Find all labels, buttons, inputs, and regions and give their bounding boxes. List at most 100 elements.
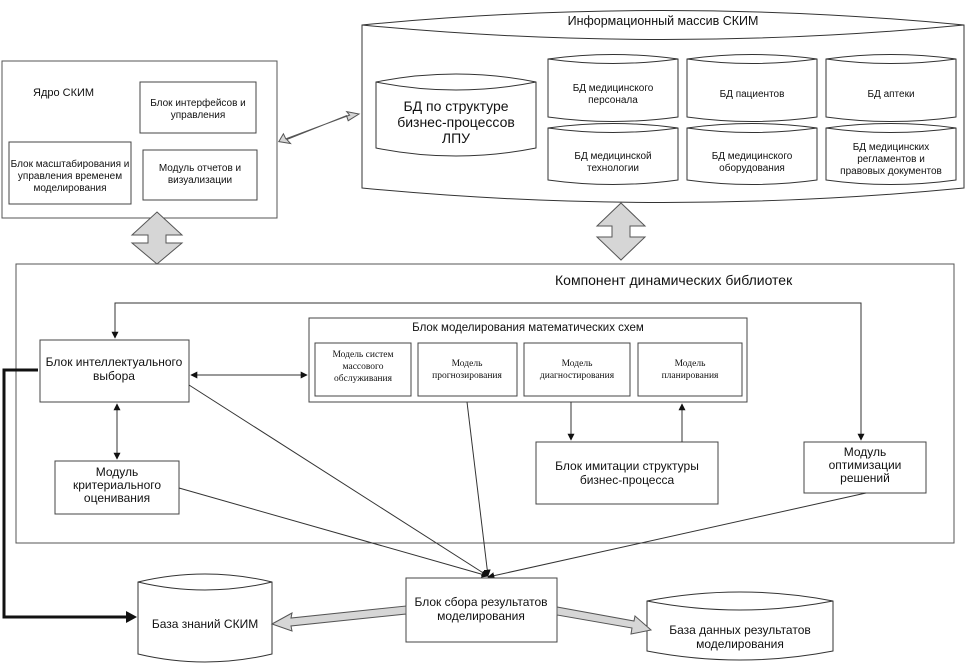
text-line: критериального	[73, 478, 161, 492]
math-schemes-title: Блок моделирования математических схем	[412, 322, 644, 334]
text-line: управления	[171, 110, 226, 121]
db-patients-label: БД пациентов	[720, 89, 785, 100]
text-line: регламентов и	[857, 154, 925, 165]
core-frame	[1, 60, 278, 219]
text-line: технологии	[587, 163, 639, 174]
text-line: массового	[343, 362, 384, 372]
text-line: Блок масштабирования и	[11, 158, 130, 170]
text-line: оптимизации	[829, 458, 902, 472]
optimization-collect-arrow	[487, 492, 867, 580]
text-line: База данных результатов	[669, 623, 811, 637]
text-line: визуализации	[168, 175, 232, 186]
text-line: оборудования	[719, 162, 785, 174]
criteria-module	[54, 460, 180, 515]
text-line: ЛПУ	[442, 130, 470, 146]
text-line: правовых документов	[840, 166, 942, 177]
text-line: БД аптеки	[867, 89, 914, 100]
text-line: Модуль отчетов и	[159, 163, 241, 174]
optimization-module	[803, 441, 927, 494]
interfaces-block	[139, 81, 257, 134]
text-line: выбора	[93, 369, 135, 383]
text-line: управления временем	[18, 171, 122, 182]
text-line: Модель	[562, 359, 593, 369]
text-line: БД медицинского	[712, 151, 793, 162]
db-pharmacy: БД аптеки	[825, 54, 957, 122]
scaling-block	[8, 141, 132, 205]
text-line: бизнес-процесса	[580, 473, 675, 487]
knowledge-base-label: База знаний СКИМ	[152, 617, 258, 631]
text-line: решений	[840, 471, 890, 485]
text-line: Модуль	[844, 445, 887, 459]
text-line: Модель	[675, 359, 706, 369]
text-line: Блок сбора результатов	[414, 595, 547, 609]
text-line: персонала	[588, 95, 638, 106]
criteria-collect-arrow	[178, 487, 489, 578]
text-line: БД медицинских	[853, 142, 930, 153]
text-line: моделирования	[33, 183, 106, 194]
collect-knowledge-arrow	[270, 605, 407, 632]
text-line: Модель систем	[332, 350, 393, 360]
knowledge-intel-link-arrowhead	[126, 611, 137, 623]
text-line: Блок интеллектуального	[46, 355, 183, 369]
math-collect-arrow	[466, 401, 491, 577]
text-line: оценивания	[84, 491, 150, 505]
text-line: прогнозирования	[432, 371, 502, 381]
model-diagnostics	[523, 342, 631, 397]
db-pharmacy-label: БД аптеки	[867, 89, 914, 100]
text-line: База знаний СКИМ	[152, 617, 258, 631]
model-planning	[637, 342, 743, 397]
model-forecasting	[417, 342, 518, 397]
db-patients: БД пациентов	[686, 54, 818, 122]
text-line: БД медицинского	[573, 83, 654, 94]
text-line: Блок имитации структуры	[555, 459, 699, 473]
text-line: диагностирования	[540, 371, 615, 381]
text-line: БД пациентов	[720, 89, 785, 100]
text-line: Компонент динамических библиотек	[555, 272, 793, 288]
intel-collect-arrow	[188, 384, 489, 577]
text-line: моделирования	[696, 637, 784, 651]
text-line: моделирования	[437, 609, 525, 623]
text-line: Блок моделирования математических схем	[412, 322, 644, 334]
dynlib-title: Компонент динамических библиотек	[555, 272, 793, 288]
text-line: Блок интерфейсов и	[150, 97, 246, 109]
text-line: Модель	[452, 359, 483, 369]
knowledge-base: База знаний СКИМ	[137, 573, 273, 663]
dynlib-frame	[15, 263, 955, 544]
core-dynlib-double-arrow	[130, 211, 184, 265]
results-collector	[405, 577, 558, 643]
text-line: Ядро СКИМ	[33, 87, 94, 99]
info-array-title: Информационный массив СКИМ	[568, 14, 759, 28]
text-line: обслуживания	[334, 373, 393, 384]
core-info-double-arrow	[277, 110, 361, 145]
text-line: БД медицинской	[574, 151, 651, 162]
text-line: планирования	[662, 371, 719, 381]
reports-module	[142, 149, 258, 201]
collect-results-arrow	[556, 606, 653, 635]
text-line: БД по структуре	[403, 98, 508, 114]
text-line: бизнес-процессов	[397, 114, 515, 130]
info-dynlib-double-arrow	[595, 202, 647, 261]
text-line: Информационный массив СКИМ	[568, 14, 759, 28]
knowledge-intel-link	[2, 368, 134, 619]
imitation-block	[535, 441, 719, 505]
core-title: Ядро СКИМ	[33, 87, 94, 99]
